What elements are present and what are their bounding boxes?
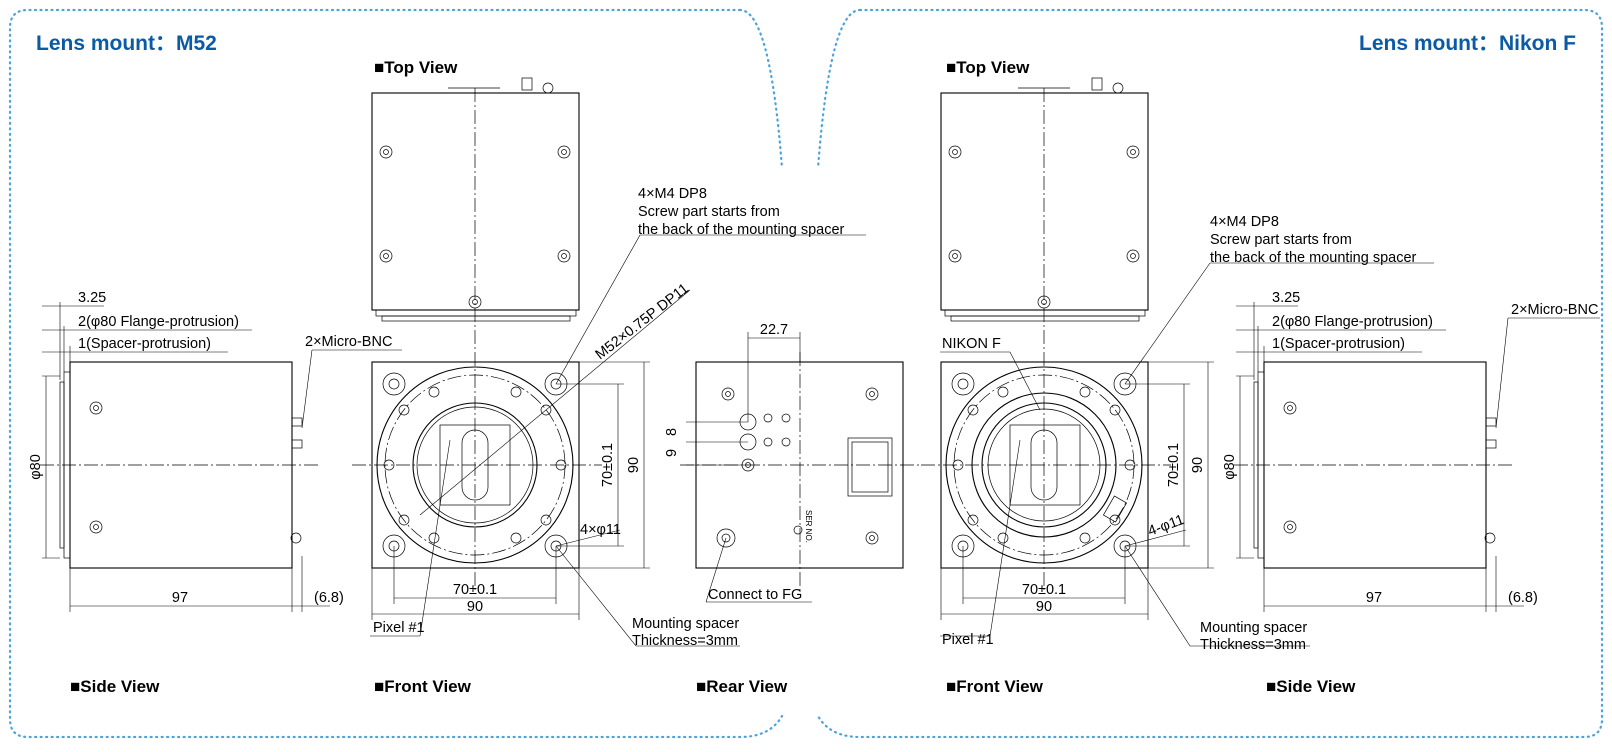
frame-left <box>8 8 784 739</box>
title-right: Lens mount：Nikon F <box>1359 32 1576 55</box>
rear-view <box>680 332 920 603</box>
side-right-len68: (6.8) <box>1508 590 1538 606</box>
front-left-holes: 4×φ11 <box>580 522 621 538</box>
side-left-len97: 97 <box>172 590 188 606</box>
side-left-flange: 2(φ80 Flange-protrusion) <box>78 314 239 330</box>
side-view-left <box>40 302 402 612</box>
front-right-nikon: NIKON F <box>942 336 1001 352</box>
rear-serial: SER NO. <box>804 510 813 543</box>
front-right-pixel: Pixel #1 <box>942 632 994 648</box>
front-left-d90h: 90 <box>467 599 483 615</box>
front-left-pixel: Pixel #1 <box>373 620 425 636</box>
label-side-view-left: ■Side View <box>70 677 160 696</box>
frame-right <box>816 8 1604 739</box>
top-view-right <box>940 77 1149 352</box>
front-right-holes: 4-φ11 <box>1146 512 1187 540</box>
side-left-dim-3-25: 3.25 <box>78 290 106 306</box>
front-left-d70v: 70±0.1 <box>600 443 616 487</box>
title-left: Lens mount：M52 <box>36 32 217 55</box>
front-right-screw-1: 4×M4 DP8 <box>1210 214 1279 230</box>
front-right-d90h: 90 <box>1036 599 1052 615</box>
label-front-view-left: ■Front View <box>374 677 472 696</box>
side-right-len97: 97 <box>1366 590 1382 606</box>
front-right-spacer-2: Thickness=3mm <box>1200 637 1306 653</box>
side-right-phi80: φ80 <box>1222 454 1238 480</box>
front-left-spacer-2: Thickness=3mm <box>632 633 738 649</box>
side-left-len68: (6.8) <box>314 590 344 606</box>
label-side-view-right: ■Side View <box>1266 677 1356 696</box>
front-left-d70h: 70±0.1 <box>453 582 497 598</box>
rear-d8: 8 <box>664 428 680 436</box>
front-right-d70v: 70±0.1 <box>1166 443 1182 487</box>
front-left-screw-1: 4×M4 DP8 <box>638 186 707 202</box>
side-left-bnc: 2×Micro-BNC <box>305 334 392 350</box>
label-top-view-right: ■Top View <box>946 58 1030 77</box>
front-left-screw-3: the back of the mounting spacer <box>638 222 845 238</box>
side-right-flange: 2(φ80 Flange-protrusion) <box>1272 314 1433 330</box>
side-right-dim-3-25: 3.25 <box>1272 290 1300 306</box>
front-view-left <box>352 234 866 647</box>
top-view-left <box>371 77 580 352</box>
front-right-spacer-1: Mounting spacer <box>1200 620 1307 636</box>
side-left-phi80: φ80 <box>28 454 44 480</box>
front-left-d90v: 90 <box>626 457 642 473</box>
side-right-bnc: 2×Micro-BNC <box>1511 302 1598 318</box>
rear-fg: Connect to FG <box>708 587 802 603</box>
label-rear-view: ■Rear View <box>696 677 788 696</box>
front-right-d70h: 70±0.1 <box>1022 582 1066 598</box>
label-front-view-right: ■Front View <box>946 677 1044 696</box>
front-left-spacer-1: Mounting spacer <box>632 616 739 632</box>
front-right-d90v: 90 <box>1190 457 1206 473</box>
label-top-view-left: ■Top View <box>374 58 458 77</box>
rear-d9: 9 <box>664 449 680 457</box>
side-right-spacer: 1(Spacer-protrusion) <box>1272 336 1405 352</box>
side-left-spacer: 1(Spacer-protrusion) <box>78 336 211 352</box>
side-view-right <box>1234 302 1600 612</box>
front-right-screw-3: the back of the mounting spacer <box>1210 250 1417 266</box>
front-right-screw-2: Screw part starts from <box>1210 232 1352 248</box>
rear-d22-7: 22.7 <box>760 322 788 338</box>
front-view-right <box>921 262 1434 647</box>
front-left-screw-2: Screw part starts from <box>638 204 780 220</box>
